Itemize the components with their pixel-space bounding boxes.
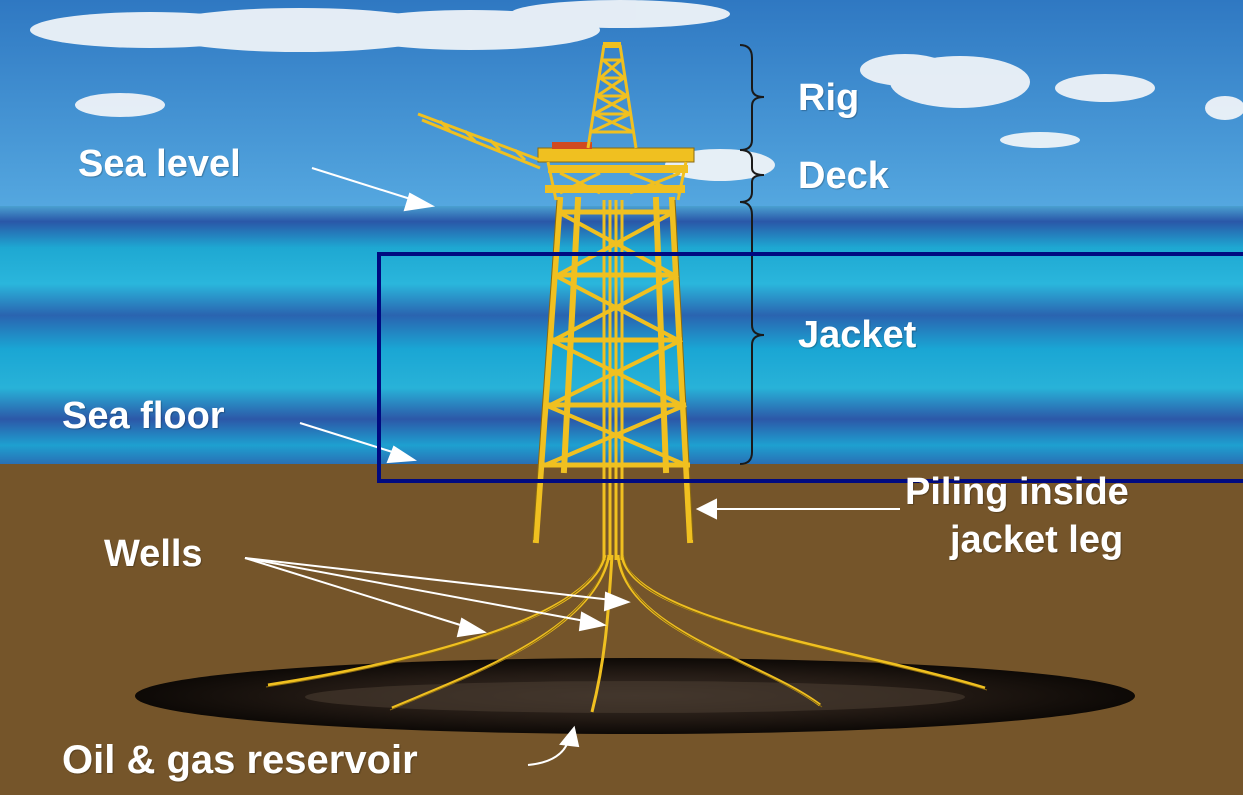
label-piling-line1: Piling inside bbox=[905, 471, 1129, 513]
highlight-box bbox=[377, 252, 1243, 483]
reservoir-inner bbox=[305, 681, 965, 713]
drilling-derrick bbox=[586, 44, 638, 149]
crane-boom bbox=[417, 112, 541, 170]
callout-arrows bbox=[244, 167, 900, 766]
clouds bbox=[30, 0, 1243, 181]
label-deck: Deck bbox=[798, 155, 889, 197]
label-wells: Wells bbox=[104, 533, 203, 575]
section-brackets bbox=[739, 44, 765, 465]
label-piling-line2: jacket leg bbox=[950, 519, 1124, 561]
label-rig: Rig bbox=[798, 77, 860, 119]
label-sea-floor: Sea floor bbox=[62, 395, 225, 437]
label-sea-level: Sea level bbox=[78, 143, 241, 185]
deck-structure bbox=[537, 142, 695, 201]
label-jacket: Jacket bbox=[798, 314, 917, 356]
label-reservoir: Oil & gas reservoir bbox=[62, 738, 418, 782]
jacket-structure bbox=[532, 196, 694, 544]
